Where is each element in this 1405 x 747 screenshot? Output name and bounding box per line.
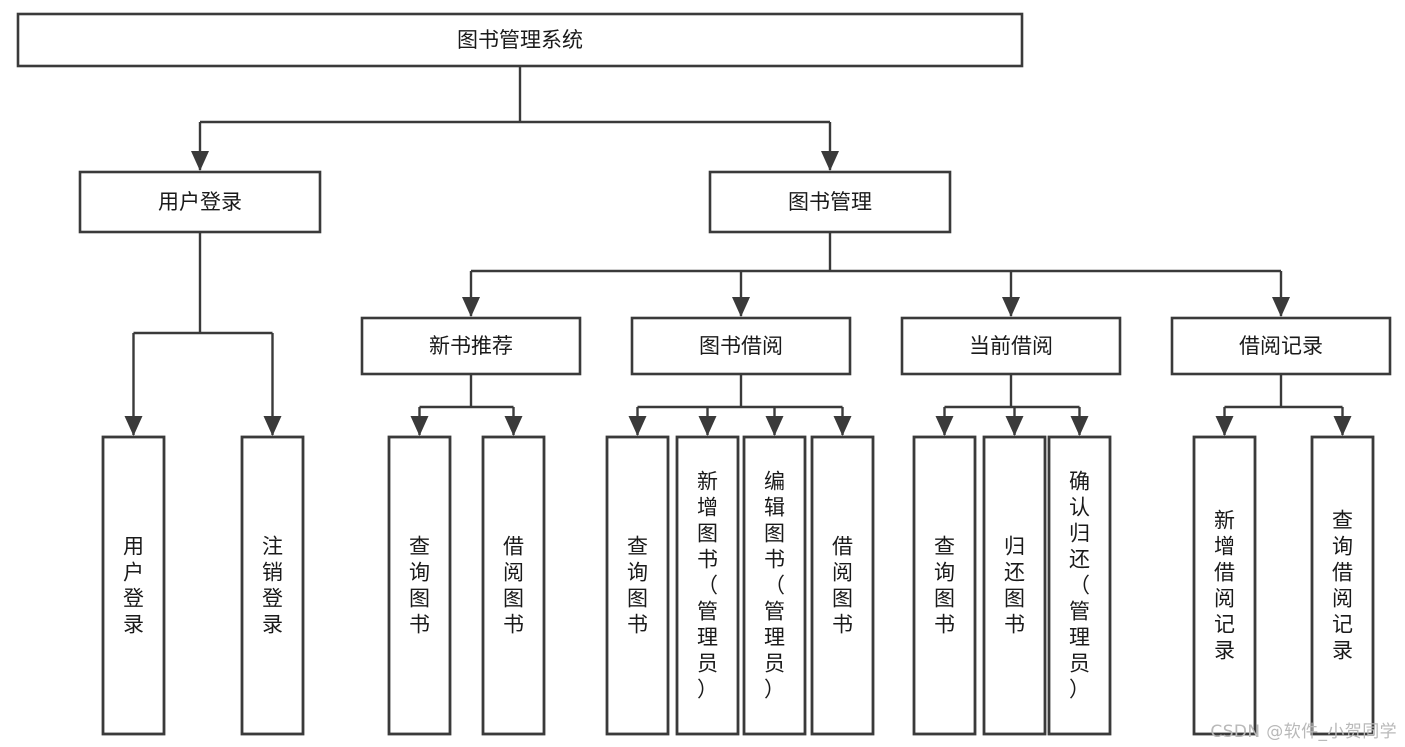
node-leaf_borrow_book_1-box [481,435,546,736]
node-leaf_edit_book-label: 编辑图书（管理员） [764,470,785,702]
node-borrow_record[interactable]: 借阅记录 [1170,316,1392,376]
node-root-system[interactable]: 图书管理系统 [16,12,1024,68]
node-leaf_edit_book-box [742,435,807,736]
node-leaf_query_book_2-label: 查询图书 [627,535,648,637]
node-borrow_record-label: 借阅记录 [1239,334,1323,358]
node-leaf_borrow_book_1-label: 借阅图书 [503,535,524,637]
node-leaf_query_record[interactable]: 查询借阅记录 [1310,435,1375,736]
node-leaf_query_book_2[interactable]: 查询图书 [605,435,670,736]
node-book_borrow-box [630,316,852,376]
arrow-head-icon [1005,416,1024,436]
node-new_book_rec-label: 新书推荐 [429,334,513,358]
node-leaf_borrow_book_2-box [810,435,875,736]
node-leaf_confirm_return-label: 确认归还（管理员） [1069,470,1090,702]
node-leaf_return_book-box [982,435,1047,736]
node-leaf_confirm_return-box [1047,435,1112,736]
node-leaf_add_book-label: 新增图书（管理员） [697,470,718,702]
arrow-head-icon [1272,297,1290,317]
arrow-head-icon [833,416,852,436]
arrow-head-icon [765,416,784,436]
arrow-head-icon [410,416,429,436]
node-new_book_rec-box [360,316,582,376]
node-leaf_borrow_book_2-label: 借阅图书 [832,535,853,637]
node-leaf_query_book_3-label: 查询图书 [934,535,955,637]
node-current_borrow[interactable]: 当前借阅 [900,316,1122,376]
node-leaf_add_book-box [675,435,740,736]
node-leaf_add_record[interactable]: 新增借阅记录 [1192,435,1257,736]
arrow-head-icon [628,416,647,436]
node-book_manage-box [708,170,952,234]
node-leaf_logout[interactable]: 注销登录 [240,435,305,736]
node-book_borrow-label: 图书借阅 [699,334,783,358]
node-current_borrow-label: 当前借阅 [969,334,1053,358]
node-borrow_record-box [1170,316,1392,376]
node-current_borrow-box [900,316,1122,376]
arrow-head-icon [263,416,282,436]
node-leaf_query_book_1-box [387,435,452,736]
node-leaf_confirm_return[interactable]: 确认归还（管理员） [1047,435,1112,736]
node-user_login-label: 用户登录 [158,190,242,214]
node-leaf_borrow_book_1[interactable]: 借阅图书 [481,435,546,736]
node-book_manage[interactable]: 图书管理 [708,170,952,234]
node-leaf_return_book-label: 归还图书 [1004,535,1025,637]
node-leaf_query_book_2-box [605,435,670,736]
node-leaf_user_login[interactable]: 用户登录 [101,435,166,736]
nodes-layer: 图书管理系统用户登录图书管理新书推荐图书借阅当前借阅借阅记录用户登录注销登录查询… [16,12,1392,736]
node-user_login-box [78,170,322,234]
node-leaf_add_record-box [1192,435,1257,736]
node-user_login[interactable]: 用户登录 [78,170,322,234]
node-leaf_borrow_book_2[interactable]: 借阅图书 [810,435,875,736]
node-leaf_return_book[interactable]: 归还图书 [982,435,1047,736]
node-leaf_logout-box [240,435,305,736]
node-leaf_query_book_1-label: 查询图书 [409,535,430,637]
node-leaf_add_record-label: 新增借阅记录 [1214,509,1235,663]
node-root-system-label: 图书管理系统 [457,28,583,52]
arrow-head-icon [935,416,954,436]
arrow-head-icon [1002,297,1020,317]
arrow-head-icon [821,151,839,171]
node-leaf_add_book[interactable]: 新增图书（管理员） [675,435,740,736]
node-leaf_query_record-label: 查询借阅记录 [1332,509,1353,663]
node-book_borrow[interactable]: 图书借阅 [630,316,852,376]
node-leaf_edit_book[interactable]: 编辑图书（管理员） [742,435,807,736]
arrow-head-icon [732,297,750,317]
arrow-head-icon [1215,416,1234,436]
node-leaf_query_book_1[interactable]: 查询图书 [387,435,452,736]
arrow-head-icon [1333,416,1352,436]
arrow-head-icon [1070,416,1089,436]
arrow-head-icon [124,416,143,436]
node-book_manage-label: 图书管理 [788,190,872,214]
arrow-head-icon [698,416,717,436]
node-new_book_rec[interactable]: 新书推荐 [360,316,582,376]
node-root-system-box [16,12,1024,68]
node-leaf_logout-label: 注销登录 [262,535,283,637]
node-leaf_query_record-box [1310,435,1375,736]
arrow-head-icon [191,151,209,171]
connectors-layer [124,66,1352,436]
watermark-text: CSDN @软件_小贺同学 [1210,722,1397,742]
arrow-head-icon [504,416,523,436]
node-leaf_user_login-label: 用户登录 [123,535,144,637]
node-leaf_query_book_3[interactable]: 查询图书 [912,435,977,736]
node-leaf_user_login-box [101,435,166,736]
node-leaf_query_book_3-box [912,435,977,736]
arrow-head-icon [462,297,480,317]
